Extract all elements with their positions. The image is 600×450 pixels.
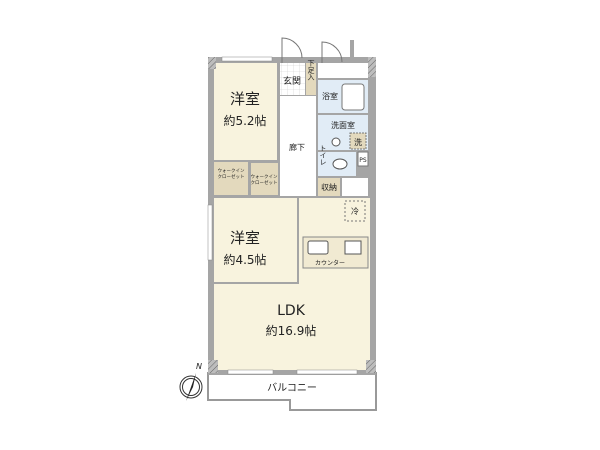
compass-icon xyxy=(179,373,203,401)
window xyxy=(227,369,274,375)
storage-label: 収納 xyxy=(321,182,337,192)
wall-hatch xyxy=(366,360,376,373)
washer-space xyxy=(349,132,367,150)
balcony-label: バルコニー xyxy=(267,382,317,394)
entrance-door-left xyxy=(281,37,303,63)
wall-hatch xyxy=(208,57,216,69)
sink xyxy=(331,137,341,147)
room-western-2 xyxy=(214,198,297,282)
bathtub xyxy=(341,83,365,111)
genkan-floor xyxy=(280,63,305,95)
window xyxy=(207,204,213,261)
western1-name: 洋室 xyxy=(230,90,260,108)
shoe-storage-label: 下足入 xyxy=(307,60,315,81)
washer-label: 洗 xyxy=(354,137,362,147)
wall-hatch xyxy=(208,360,218,373)
entrance-top-right xyxy=(318,63,368,78)
kitchen-sink xyxy=(307,240,329,255)
walkin2-line1: ウォークイン xyxy=(251,173,278,180)
wall-top-right xyxy=(350,40,354,63)
room-western-1 xyxy=(214,63,277,160)
western2-size: 約4.5帖 xyxy=(223,252,266,267)
entrance-door-right xyxy=(321,41,343,63)
window xyxy=(296,369,358,375)
walkin1-line1: ウォークイン xyxy=(218,167,245,174)
walkin-closet-2 xyxy=(251,163,278,195)
counter-label: カウンター xyxy=(315,259,345,267)
pipe-space xyxy=(357,151,369,167)
compass-north-label: N xyxy=(196,362,202,371)
ldk-name: LDK xyxy=(277,303,306,319)
western1-size: 約5.2帖 xyxy=(223,113,266,128)
washroom-label: 洗面室 xyxy=(331,120,355,130)
hallway-label: 廊下 xyxy=(289,142,305,152)
shoe-storage xyxy=(306,63,316,95)
ldk-size: 約16.9帖 xyxy=(266,323,317,338)
western2-name: 洋室 xyxy=(230,229,260,247)
storage xyxy=(318,178,340,196)
ps-label: PS xyxy=(359,157,367,164)
walkin2-line2: クローゼット xyxy=(251,179,278,186)
stove xyxy=(344,240,362,255)
walkin-closet-1 xyxy=(214,162,248,195)
storage-right xyxy=(342,178,368,196)
fridge-space xyxy=(344,200,366,222)
wall-hatch xyxy=(368,57,376,77)
walkin1-line2: クローゼット xyxy=(218,173,245,180)
hallway xyxy=(280,96,316,196)
bath-label: 浴室 xyxy=(322,91,338,101)
window xyxy=(221,56,273,62)
toilet-label: トイレ xyxy=(319,145,327,166)
genkan-label: 玄関 xyxy=(283,75,301,87)
toilet-bowl xyxy=(332,158,348,170)
fridge-label: 冷 xyxy=(351,206,359,216)
